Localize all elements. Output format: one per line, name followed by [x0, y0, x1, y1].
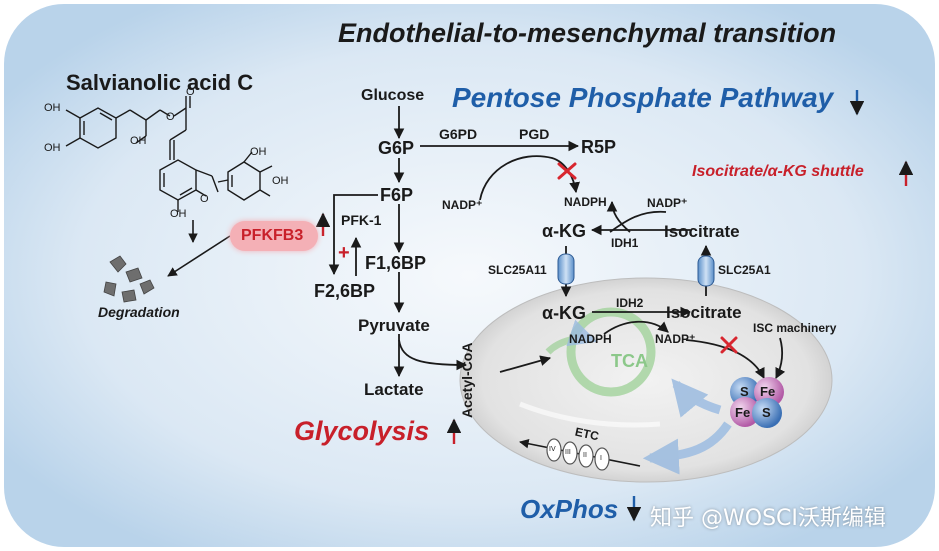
complex-iii-label: III [565, 449, 571, 456]
f16bp-label: F1,6BP [365, 253, 427, 273]
glycolysis-label: Glycolysis [294, 416, 430, 446]
idh1-label: IDH1 [611, 236, 639, 250]
tca-label: TCA [611, 351, 648, 371]
oh-label: OH [44, 102, 61, 114]
fe-s-fe-label: Fe [735, 405, 751, 420]
fe-s-s-label: S [740, 384, 749, 399]
shuttle-label: Isocitrate/α-KG shuttle [692, 163, 864, 180]
akg-mito-label: α-KG [542, 303, 587, 323]
g6p-label: G6P [378, 138, 415, 158]
etc-chain [519, 438, 641, 471]
ppp-label: Pentose Phosphate Pathway [452, 82, 834, 113]
isocitrate-mito-label: Isocitrate [666, 303, 742, 322]
pfkfb3-pill [230, 221, 318, 251]
blue-flow-arrows [642, 378, 732, 475]
slc25a11-label: SLC25A11 [488, 263, 547, 277]
isocitrate-label: Isocitrate [664, 222, 740, 241]
slc25a11-transporter [557, 253, 575, 285]
pfkfb3-label: PFKFB3 [241, 227, 304, 244]
pyruvate-label: Pyruvate [358, 316, 430, 335]
mitochondrion [459, 277, 833, 483]
inhibition-x-ppp [557, 162, 577, 180]
isc-machinery-label: ISC machinery [753, 321, 837, 335]
degradation-label: Degradation [98, 304, 180, 320]
nadp-plus-label: NADP⁺ [442, 198, 483, 212]
idh2-label: IDH2 [616, 296, 644, 310]
fe-s-cluster [730, 377, 784, 428]
nadp-plus-mito-label: NADP⁺ [655, 332, 696, 346]
trend-arrows [315, 90, 914, 522]
inhibition-x-isc [720, 336, 738, 354]
lactate-label: Lactate [364, 380, 424, 399]
degradation-fragments [103, 255, 155, 303]
o-label: O [166, 111, 175, 123]
pfkfb3-to-degradation-arrow [167, 235, 231, 277]
complex-i-label: I [600, 455, 602, 462]
o-label: O [200, 193, 209, 205]
complex-iv-label: IV [549, 446, 556, 453]
akg-label: α-KG [542, 221, 587, 241]
pgd-label: PGD [519, 126, 550, 142]
slc25a1-label: SLC25A1 [718, 263, 771, 277]
oxphos-label: OxPhos [520, 494, 619, 524]
oh-label: OH [250, 146, 267, 158]
glycolysis-arrows [328, 106, 552, 378]
complex-ii-label: II [583, 452, 587, 459]
pfk1-label: PFK-1 [341, 212, 382, 228]
acetyl-coa-label: Acetyl-CoA [459, 342, 475, 418]
plus-sign: + [338, 242, 350, 264]
oh-label: OH [272, 175, 289, 187]
slc25a1-transporter [697, 255, 715, 287]
nadph-label: NADPH [564, 195, 607, 209]
g6pd-label: G6PD [439, 126, 478, 142]
ppp-arrows [420, 140, 580, 201]
glucose-label: Glucose [361, 87, 425, 104]
f6p-label: F6P [380, 185, 414, 205]
f26bp-label: F2,6BP [314, 281, 376, 301]
oh-label: OH [44, 142, 61, 154]
oh-label: OH [170, 208, 187, 220]
r5p-label: R5P [581, 137, 617, 157]
diagram-title: Endothelial-to-mesenchymal transition [338, 18, 837, 48]
nadph-mito-label: NADPH [569, 332, 612, 346]
o-label: O [186, 86, 195, 98]
compound-name: Salvianolic acid C [66, 70, 254, 95]
salvianolic-acid-structure [65, 96, 273, 212]
fe-s-fe-label: Fe [760, 384, 776, 399]
oh-label: OH [130, 135, 147, 147]
watermark: 知乎 @WOSCI沃斯编辑 [650, 506, 886, 531]
fe-s-s-label: S [762, 405, 771, 420]
idh2-arrows [592, 306, 786, 379]
nadp-plus-label: NADP⁺ [647, 196, 688, 210]
